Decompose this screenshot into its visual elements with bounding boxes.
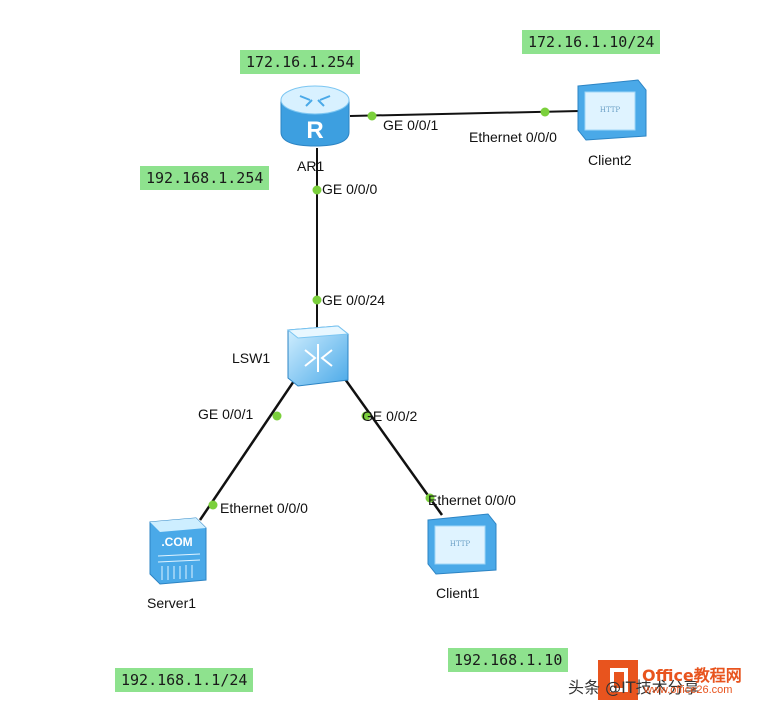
ip-label-server1: 192.168.1.1/24 <box>115 668 254 692</box>
svg-text:HTTP: HTTP <box>600 106 621 114</box>
port-label-router-ge001: GE 0/0/1 <box>383 117 439 133</box>
switch-icon[interactable] <box>286 325 350 387</box>
port-dot-lsw1-ge0024 <box>312 295 322 305</box>
port-label-switch-ge002: GE 0/0/2 <box>362 408 418 424</box>
switch-name: LSW1 <box>232 350 271 366</box>
port-dot-lsw1-ge001 <box>272 411 282 421</box>
port-dot-ar1-ge001 <box>367 111 377 121</box>
ip-label-router-private: 192.168.1.254 <box>140 166 270 190</box>
watermark-url: www.office26.com <box>644 684 733 696</box>
port-label-client1-eth: Ethernet 0/0/0 <box>428 492 516 508</box>
client1-name: Client1 <box>436 585 480 601</box>
ip-label-client2: 172.16.1.10/24 <box>522 30 661 54</box>
router-icon[interactable]: R <box>280 85 350 147</box>
port-dot-server1-eth <box>208 500 218 510</box>
port-label-server1-eth: Ethernet 0/0/0 <box>220 500 308 516</box>
ip-label-client1: 192.168.1.10 <box>448 648 569 672</box>
router-name: AR1 <box>297 158 325 174</box>
link-lsw1-client1 <box>338 371 444 516</box>
client2-name: Client2 <box>588 152 632 168</box>
svg-text:.COM: .COM <box>161 535 192 549</box>
server1-icon[interactable]: .COM <box>149 517 207 585</box>
server1-name: Server1 <box>147 595 197 611</box>
office-logo <box>598 660 638 700</box>
ip-label-router-public: 172.16.1.254 <box>240 50 361 74</box>
port-label-client2-eth: Ethernet 0/0/0 <box>469 129 557 145</box>
port-dot-client1-eth <box>425 493 435 503</box>
port-label-router-ge000: GE 0/0/0 <box>322 181 378 197</box>
client2-icon[interactable]: HTTP <box>577 79 647 141</box>
client1-icon[interactable]: HTTP <box>427 513 497 575</box>
port-label-switch-ge0024: GE 0/0/24 <box>322 292 386 308</box>
port-dot-lsw1-ge002 <box>361 411 371 421</box>
svg-text:R: R <box>306 117 323 144</box>
watermark-brand: Office教程网 <box>642 666 742 685</box>
port-label-switch-ge001: GE 0/0/1 <box>198 406 254 422</box>
link-lsw1-server1 <box>198 371 302 521</box>
port-dot-ar1-ge000 <box>312 185 322 195</box>
svg-text:HTTP: HTTP <box>450 540 471 548</box>
watermark-source: 头条 @IT技术分享 <box>568 678 700 697</box>
port-dot-client2-eth <box>540 107 550 117</box>
